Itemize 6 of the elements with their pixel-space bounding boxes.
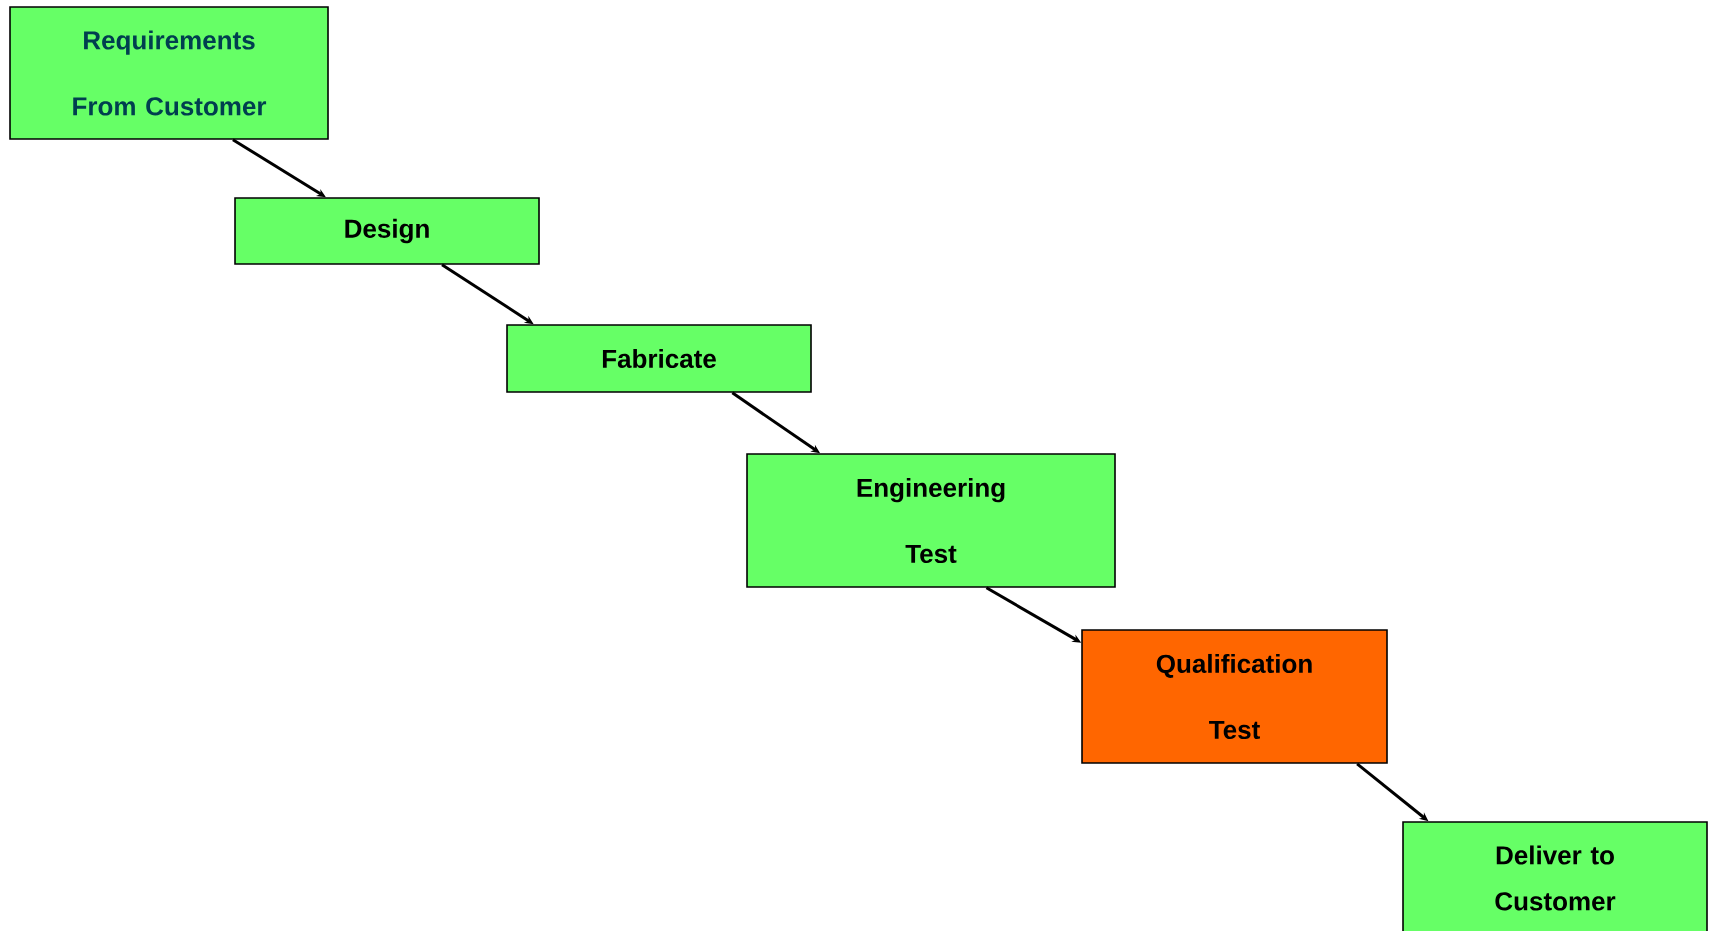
process-box: Engineering Test [746,453,1116,588]
process-box: Requirements From Customer [9,6,329,140]
process-box: Fabricate [506,324,812,393]
process-box: Design [234,197,540,265]
process-box: Qualification Test [1081,629,1388,764]
process-box: Deliver to Customer [1402,821,1708,931]
